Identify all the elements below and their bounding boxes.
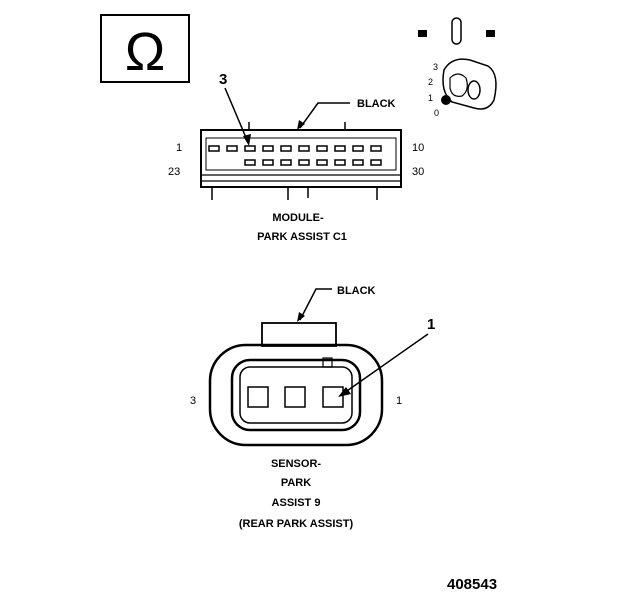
sensor-pin-3: 3 bbox=[190, 395, 196, 407]
module-connector: BLACK 3 1 10 23 30 MODULE- PARK ASSIST C… bbox=[168, 71, 424, 243]
sensor-terminal-2 bbox=[284, 386, 306, 408]
module-pin-23: 23 bbox=[168, 166, 180, 178]
sensor-color-label: BLACK bbox=[337, 285, 376, 297]
omega-symbol-box: Ω bbox=[100, 14, 190, 83]
key-position-2: 2 bbox=[428, 77, 433, 87]
sensor-pin-1: 1 bbox=[396, 395, 402, 407]
module-pin-10: 10 bbox=[412, 142, 424, 154]
key-position-1: 1 bbox=[428, 93, 433, 103]
figure-number: 408543 bbox=[447, 576, 497, 593]
module-pin-1: 1 bbox=[176, 142, 182, 154]
module-pin-30: 30 bbox=[412, 166, 424, 178]
sensor-callout-1: 1 bbox=[427, 316, 435, 333]
module-name-line2: PARK ASSIST C1 bbox=[257, 231, 347, 243]
module-color-label: BLACK bbox=[357, 98, 396, 110]
sensor-connector: BLACK 1 3 1 SENSOR- PARK ASSIST 9 (REAR … bbox=[190, 285, 435, 530]
sensor-terminal-3 bbox=[247, 386, 269, 408]
key-position-3: 3 bbox=[433, 62, 438, 72]
ignition-key-icon: 3 2 1 0 bbox=[418, 17, 497, 118]
module-name-line1: MODULE- bbox=[272, 212, 324, 224]
sensor-name-line2: PARK bbox=[281, 477, 311, 489]
sensor-name-line3: ASSIST 9 bbox=[272, 497, 321, 509]
module-terminal-row-bottom bbox=[244, 159, 382, 166]
module-callout-3: 3 bbox=[219, 71, 227, 88]
sensor-name-line4: (REAR PARK ASSIST) bbox=[239, 518, 354, 530]
module-terminal-row-top bbox=[208, 145, 382, 152]
key-position-0: 0 bbox=[434, 108, 439, 118]
omega-icon: Ω bbox=[125, 22, 165, 82]
sensor-name-line1: SENSOR- bbox=[271, 458, 321, 470]
sensor-terminal-1 bbox=[322, 386, 344, 408]
